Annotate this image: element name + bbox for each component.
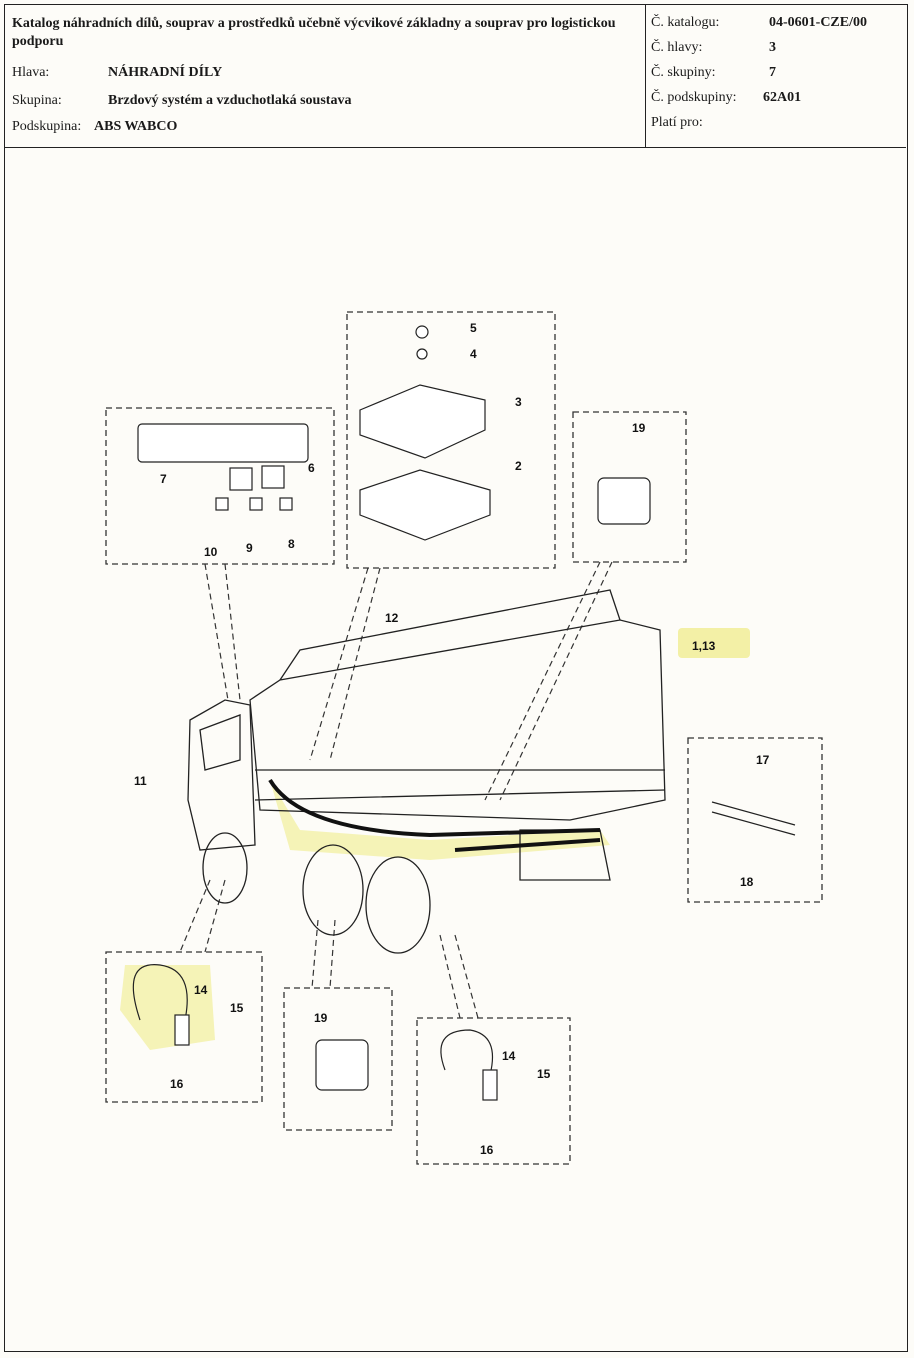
switch-7	[229, 467, 253, 491]
callout: 7	[160, 472, 167, 486]
parts-drawings	[132, 325, 796, 1101]
callout-labels: 5 4 3 2 19 7 6 10 9 8 12 1,13 11 17 18 1…	[134, 321, 770, 1157]
catalog-sheet: Katalog náhradních dílů, souprav a prost…	[4, 4, 908, 1352]
front-wheel	[202, 832, 248, 904]
ecu-bracket	[359, 469, 491, 541]
cap-10	[215, 497, 229, 511]
valve-19-bottom	[315, 1039, 369, 1091]
row-value: Brzdový systém a vzduchotlaká soustava	[108, 93, 352, 108]
highlight-sensor	[120, 965, 215, 1050]
callout: 4	[470, 347, 477, 361]
switch-panel	[137, 423, 309, 463]
row-value: 62A01	[763, 90, 802, 105]
callout: 17	[756, 753, 770, 767]
callout: 1,13	[692, 639, 716, 653]
abs-harness-branch	[454, 838, 601, 852]
highlight-harness	[270, 780, 610, 860]
leader-lines	[179, 561, 613, 1019]
row-label: Č. hlavy:	[651, 40, 703, 55]
row-label: Platí pro:	[651, 115, 703, 130]
abs-harness	[268, 778, 601, 838]
cap-9	[249, 497, 263, 511]
box-valve-bottom	[283, 987, 393, 1131]
row-hlava: Hlava: NÁHRADNÍ DÍLY	[12, 65, 222, 81]
subgroup-number: Č. podskupiny: 62A01	[651, 90, 801, 106]
callout: 11	[134, 774, 147, 788]
row-value: 04-0601-CZE/00	[769, 15, 867, 30]
row-value: NÁHRADNÍ DÍLY	[108, 65, 223, 80]
sensor-cable-right	[440, 1029, 494, 1076]
cab-window	[199, 714, 241, 771]
callout: 15	[230, 1001, 244, 1015]
catalog-number: Č. katalogu: 04-0601-CZE/00	[651, 15, 867, 31]
box-sensor-right	[416, 1017, 571, 1165]
highlight-marks	[120, 628, 750, 1050]
sensor-cable-left	[132, 964, 188, 1021]
header-block: Katalog náhradních dílů, souprav a prost…	[5, 5, 906, 148]
sensor-right	[482, 1069, 498, 1101]
callout: 5	[470, 321, 477, 335]
callout: 9	[246, 541, 253, 555]
ecu-unit	[359, 384, 486, 459]
callout: 10	[204, 545, 218, 559]
nut	[415, 325, 429, 339]
box-cable-ties	[687, 737, 823, 903]
row-label: Č. podskupiny:	[651, 90, 737, 105]
box-sensor-left	[105, 951, 263, 1103]
row-label: Skupina:	[12, 93, 62, 108]
truck-drawing	[187, 589, 666, 954]
box-switch-panel	[105, 407, 335, 565]
callout: 16	[170, 1077, 184, 1091]
callout: 16	[480, 1143, 494, 1157]
switch-6	[261, 465, 285, 489]
row-label: Č. katalogu:	[651, 15, 720, 30]
box-ecu	[346, 311, 556, 569]
highlight-1-13	[678, 628, 750, 658]
header-left: Katalog náhradních dílů, souprav a prost…	[5, 5, 646, 147]
row-podskupina: Podskupina: ABS WABCO	[12, 119, 177, 135]
callout: 19	[632, 421, 646, 435]
callout: 14	[502, 1049, 516, 1063]
cable-ties	[711, 801, 796, 836]
rear-wheel-2	[365, 856, 431, 954]
callout: 12	[385, 611, 399, 625]
chapter-number: Č. hlavy: 3	[651, 40, 776, 56]
header-right: Č. katalogu: 04-0601-CZE/00 Č. hlavy: 3 Č.…	[646, 5, 906, 147]
rear-wheel-1	[302, 844, 364, 936]
row-skupina: Skupina: Brzdový systém a vzduchotlaká so…	[12, 93, 351, 109]
cargo-tarp	[249, 619, 666, 821]
sensor-left	[174, 1014, 190, 1046]
callout: 8	[288, 537, 295, 551]
callout: 14	[194, 983, 208, 997]
row-value: ABS WABCO	[94, 119, 178, 134]
box-valve-top	[572, 411, 687, 563]
cargo-sideboard	[254, 769, 666, 801]
callout: 6	[308, 461, 315, 475]
applies-to: Platí pro:	[651, 115, 769, 131]
callout: 3	[515, 395, 522, 409]
row-value: 3	[769, 40, 776, 55]
callout: 19	[314, 1011, 328, 1025]
washer	[416, 348, 428, 360]
catalog-title: Katalog náhradních dílů, souprav a prost…	[12, 16, 616, 49]
callout: 2	[515, 459, 522, 473]
group-number: Č. skupiny: 7	[651, 65, 776, 81]
tarp-top	[279, 589, 621, 681]
row-label: Č. skupiny:	[651, 65, 716, 80]
row-label: Hlava:	[12, 65, 50, 80]
truck-cab	[187, 699, 256, 851]
callout: 18	[740, 875, 754, 889]
valve-19-top	[597, 477, 651, 525]
callout: 15	[537, 1067, 551, 1081]
row-label: Podskupina:	[12, 119, 82, 134]
row-value: 7	[769, 65, 776, 80]
cap-8	[279, 497, 293, 511]
detail-boxes	[105, 311, 823, 1165]
